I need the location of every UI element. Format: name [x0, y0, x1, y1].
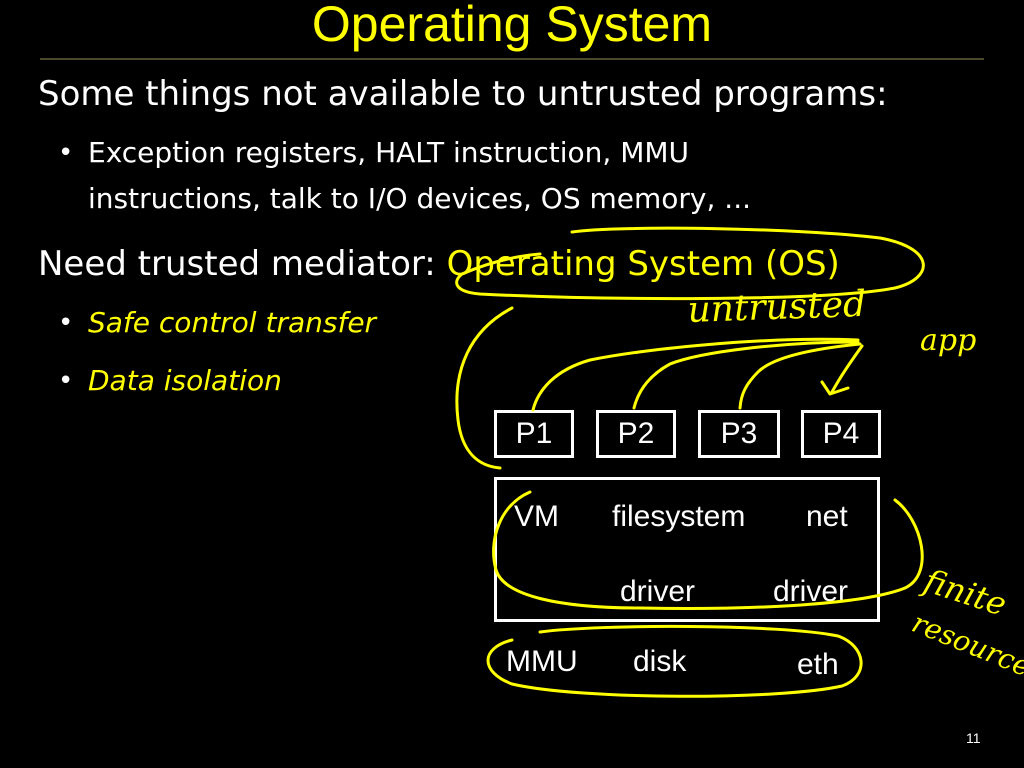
bullet-glyph: • [58, 308, 74, 338]
arrow-to-p2 [632, 340, 860, 410]
arrow-head-p4 [820, 380, 850, 396]
mediator-line: Need trusted mediator: Operating System … [38, 244, 840, 284]
arrow-to-p4 [830, 344, 864, 394]
process-box-p4: P4 [801, 410, 881, 458]
bullet-1-line-2: instructions, talk to I/O devices, OS me… [88, 182, 752, 215]
os-highlight: Operating System (OS) [446, 244, 840, 284]
hardware-mmu: MMU [506, 645, 578, 678]
arrow-to-p1 [531, 337, 860, 412]
process-box-p2: P2 [596, 410, 676, 458]
intro-line: Some things not available to untrusted p… [38, 74, 888, 114]
process-box-p1: P1 [494, 410, 574, 458]
slide-title: Operating System [311, 0, 713, 52]
annotation-resources: resources [907, 606, 1024, 689]
bullet-glyph: • [58, 366, 74, 396]
kernel-vm: VM [514, 500, 559, 533]
kernel-filesystem: filesystem [612, 500, 746, 533]
page-number: 11 [966, 730, 981, 746]
bullet-data-isolation: Data isolation [88, 364, 282, 397]
os-circle [455, 226, 925, 301]
bullet-1-line-1: Exception registers, HALT instruction, M… [88, 136, 690, 169]
mediator-prefix: Need trusted mediator: [38, 244, 447, 284]
annotation-untrusted: untrusted [687, 284, 867, 331]
title-divider [40, 58, 984, 60]
os-to-p1-curve [455, 306, 514, 470]
hardware-circle [486, 624, 863, 698]
bullet-glyph: • [58, 138, 74, 168]
hardware-disk: disk [633, 645, 687, 678]
process-box-p3: P3 [698, 410, 780, 458]
arrow-to-p3 [738, 342, 862, 410]
kernel-net: net [806, 500, 848, 533]
annotation-app: app [920, 323, 976, 358]
kernel-disk-driver: driver [620, 575, 696, 608]
kernel-circle [492, 490, 924, 610]
bullet-safe-control-transfer: Safe control transfer [88, 306, 377, 339]
hardware-eth: eth [797, 648, 839, 681]
kernel-box [494, 477, 880, 622]
